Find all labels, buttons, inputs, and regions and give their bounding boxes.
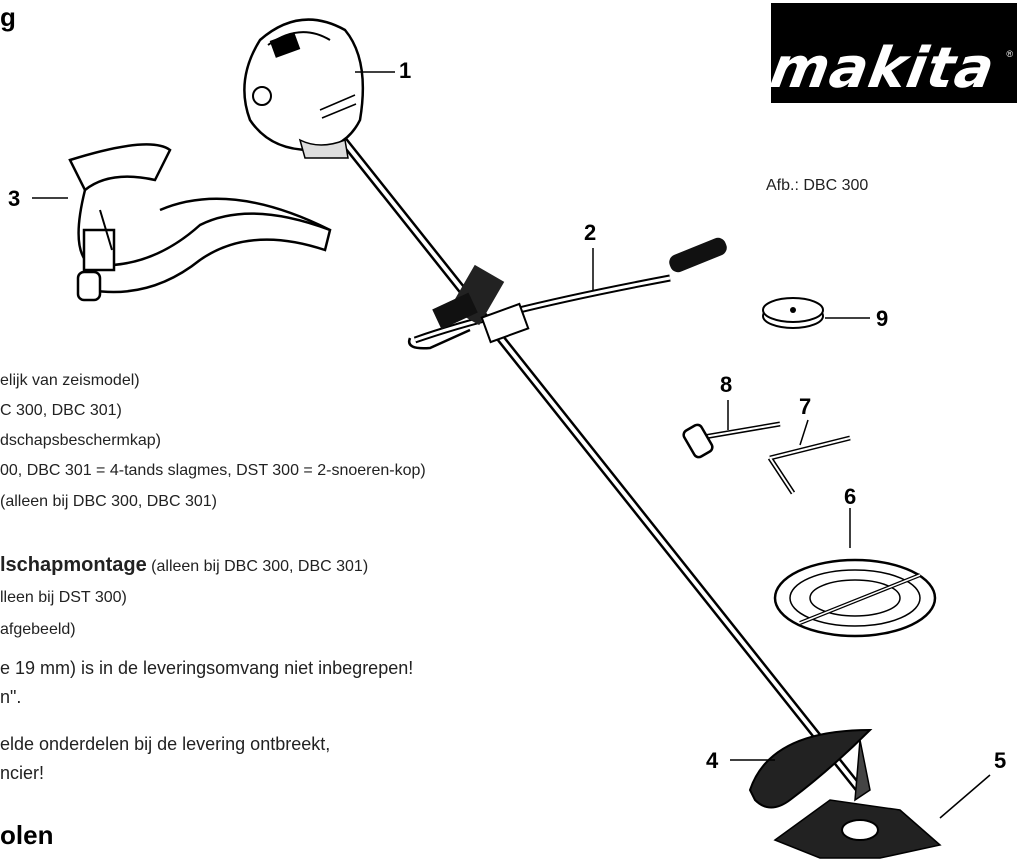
callout-8: 8 [720, 372, 733, 397]
handlebar-icon [407, 237, 727, 350]
figure-caption: Afb.: DBC 300 [766, 177, 869, 194]
registered-mark: ® [1006, 49, 1013, 59]
list-line-2: C 300, DBC 301) [0, 402, 122, 419]
socket-wrench-icon [682, 421, 781, 459]
assembly-line: lschapmontage (alleen bij DBC 300, DBC 3… [0, 555, 368, 577]
guard-icon [748, 728, 873, 809]
blade-icon [773, 799, 942, 859]
list-line-1: elijk van zeismodel) [0, 372, 140, 389]
nut-icon [762, 297, 824, 329]
note-line-3: elde onderdelen bij de levering ontbreek… [0, 734, 331, 754]
makita-logo: makita ® [765, 3, 1017, 103]
blade-disc-icon [773, 558, 937, 638]
callout-4: 4 [706, 748, 719, 773]
callout-7: 7 [799, 394, 812, 419]
callout-1: 1 [399, 58, 412, 83]
page-title-fragment: g [0, 2, 16, 32]
assembly-bold: lschapmontage [0, 554, 147, 576]
callout-2: 2 [584, 220, 597, 245]
assembly-normal: (alleen bij DBC 300, DBC 301) [151, 558, 369, 575]
list-line-3: dschapsbeschermkap) [0, 432, 161, 449]
sub-line-2: afgebeeld) [0, 621, 76, 638]
callout-3: 3 [8, 186, 21, 211]
list-line-5: (alleen bij DBC 300, DBC 301) [0, 493, 217, 510]
callout-9: 9 [876, 306, 889, 331]
note-line-4: ncier! [0, 763, 45, 783]
note-line-1: e 19 mm) is in de leveringsomvang niet i… [0, 658, 414, 678]
section-heading: olen [0, 820, 54, 850]
callout-6: 6 [844, 484, 857, 509]
sub-line-1: lleen bij DST 300) [0, 589, 127, 606]
callout-5: 5 [994, 748, 1007, 773]
hex-key-icon [767, 435, 851, 495]
note-line-2: n". [0, 687, 22, 707]
leader-lines [32, 71, 991, 819]
motor-housing-icon [243, 18, 365, 159]
harness-icon [68, 143, 332, 302]
list-line-4: 00, DBC 301 = 4-tands slagmes, DST 300 =… [0, 462, 426, 479]
